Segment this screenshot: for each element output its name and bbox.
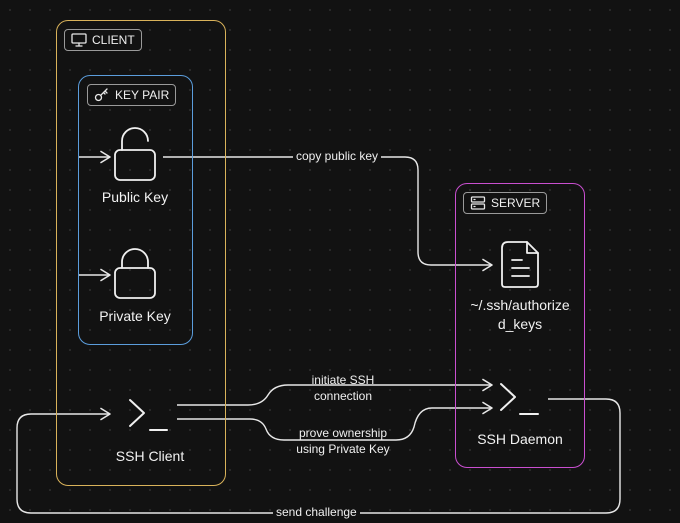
client-tag-label: CLIENT [92, 33, 135, 47]
server-boundary [455, 183, 585, 468]
ssh-client-label: SSH Client [115, 448, 185, 464]
terminal-icon [500, 383, 539, 415]
copy-public-key-label: copy public key [293, 148, 382, 164]
prove-ownership-label: prove ownership using Private Key [276, 425, 410, 457]
prove-ownership-line2: using Private Key [296, 442, 390, 456]
terminal-icon [129, 399, 168, 431]
lock-icon [114, 248, 156, 299]
file-icon [501, 241, 539, 288]
unlock-icon [114, 127, 156, 181]
keypair-boundary [78, 75, 193, 345]
send-challenge-label: send challenge [273, 504, 360, 520]
prove-ownership-line1: prove ownership [298, 426, 388, 440]
private-key-label: Private Key [99, 308, 171, 324]
monitor-icon [71, 33, 87, 47]
keypair-tag-label: KEY PAIR [115, 88, 170, 102]
initiate-connection-line1: initiate SSH [311, 373, 375, 387]
keypair-tag: KEY PAIR [87, 84, 177, 106]
public-key-label: Public Key [101, 189, 169, 205]
ssh-daemon-label: SSH Daemon [477, 431, 563, 447]
server-icon [470, 196, 486, 210]
client-boundary [56, 20, 226, 486]
client-tag: CLIENT [64, 29, 142, 51]
initiate-connection-connector [177, 378, 493, 406]
server-tag-label: SERVER [491, 196, 541, 210]
copy-public-key-connector [163, 156, 493, 272]
key-icon [94, 88, 110, 102]
initiate-connection-label: initiate SSH connection [290, 372, 396, 404]
initiate-connection-line2: connection [313, 389, 373, 403]
authorized-keys-label: ~/.ssh/authorized_keys [470, 297, 570, 332]
server-tag: SERVER [463, 192, 548, 214]
prove-ownership-connector [177, 401, 493, 441]
